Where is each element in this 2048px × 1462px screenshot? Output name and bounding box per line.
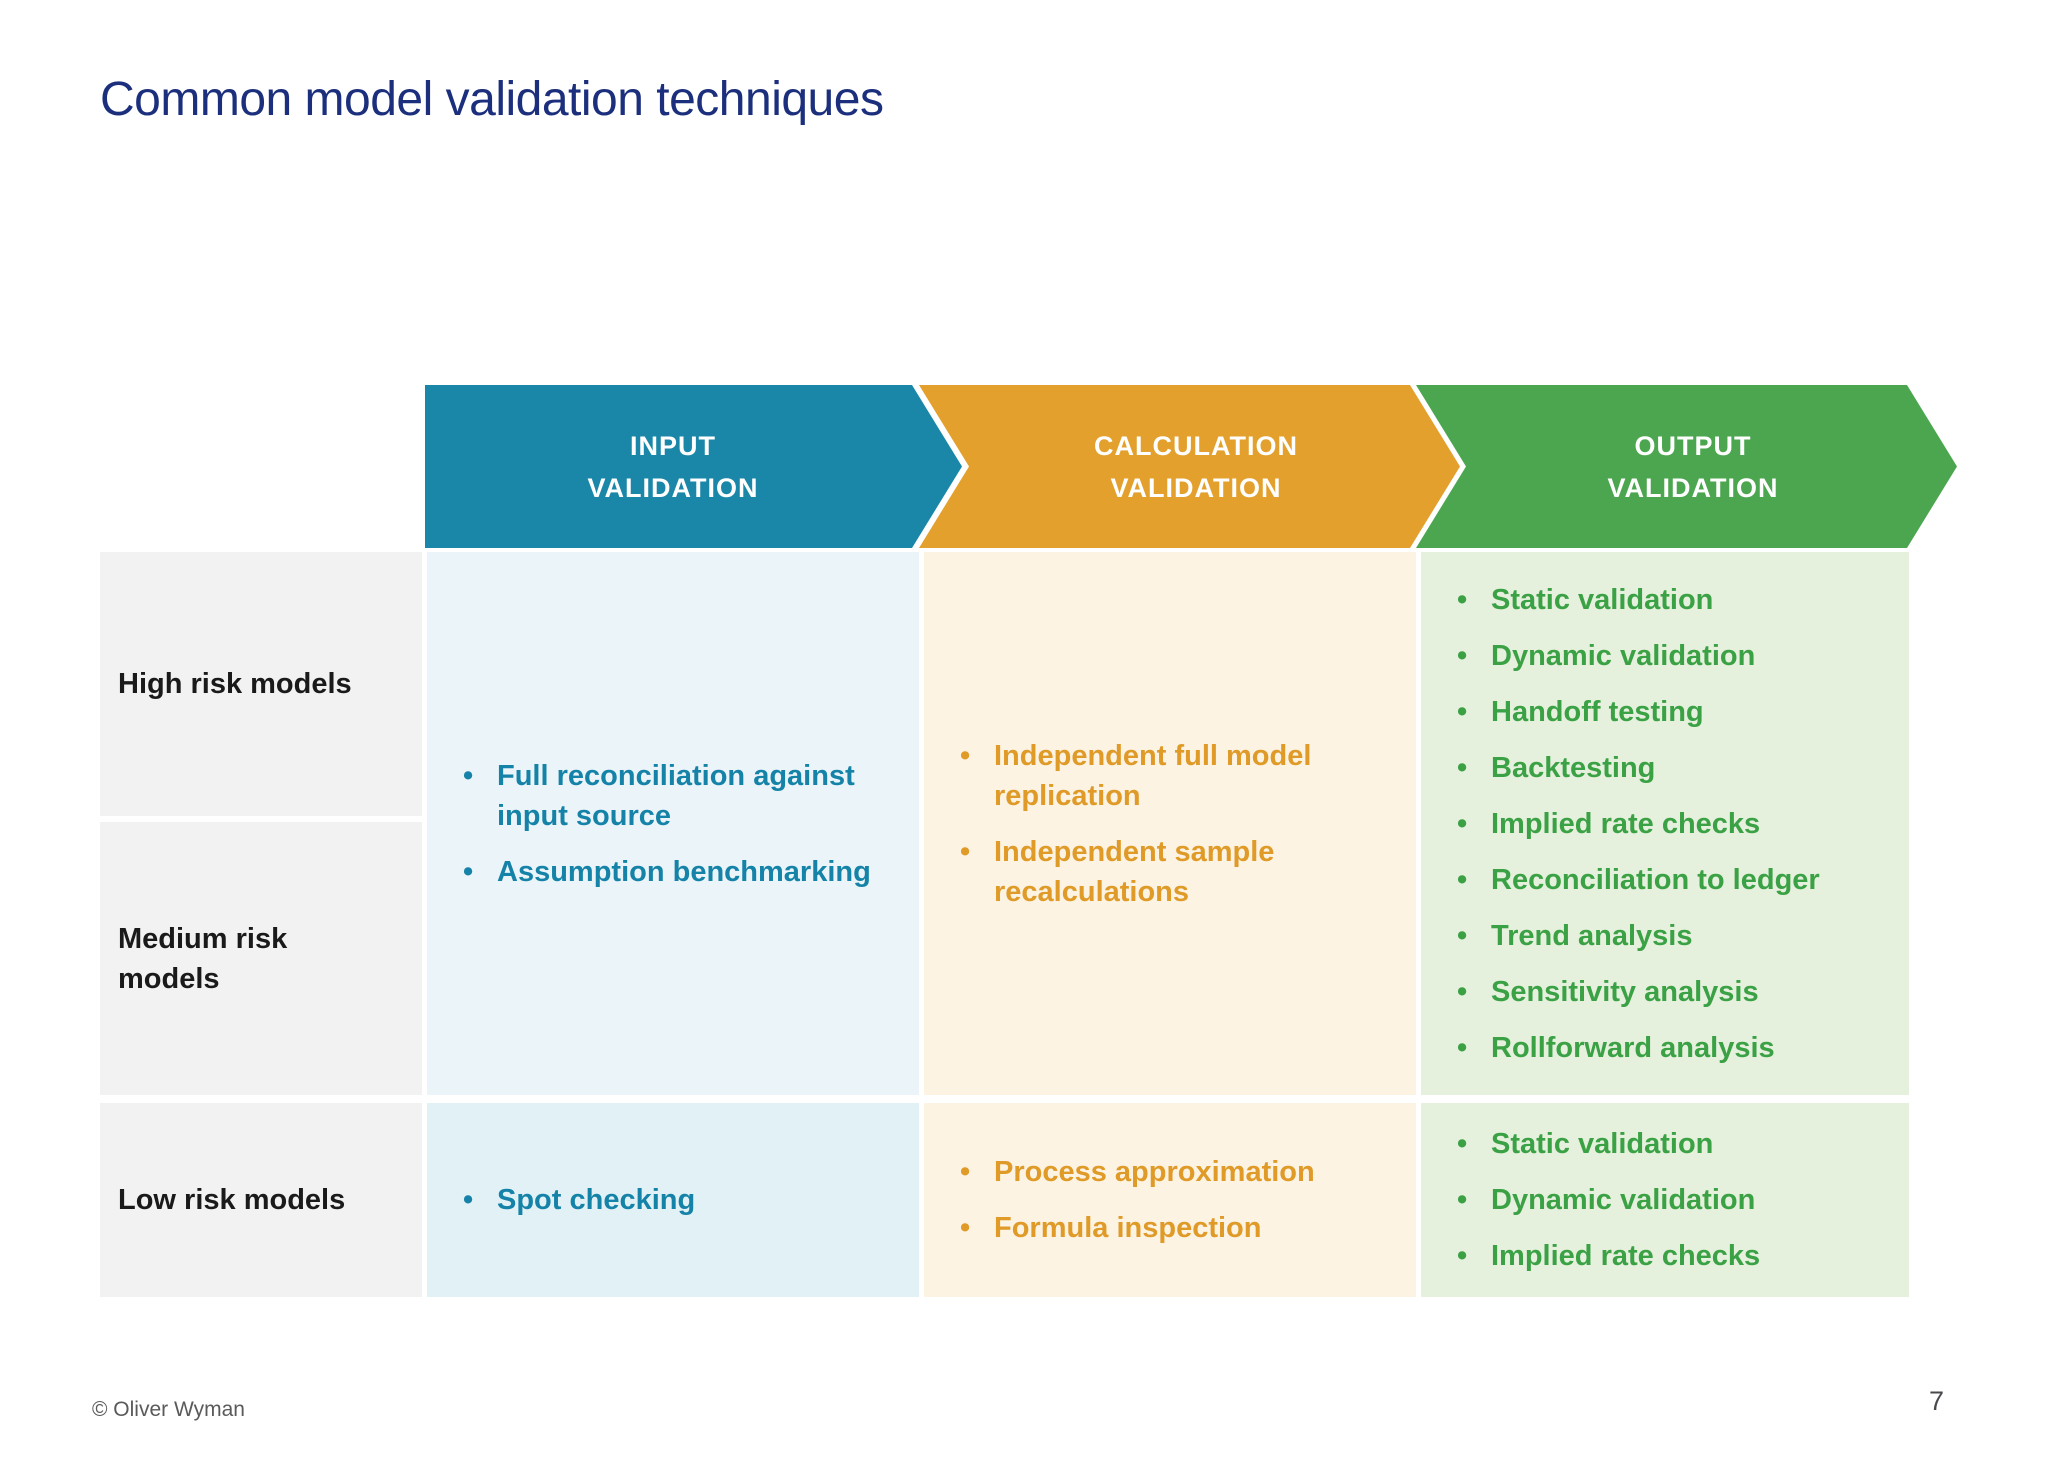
bullet-icon: • — [1457, 695, 1468, 728]
column-header-line: INPUT — [630, 430, 716, 461]
cell-input-validation-high-medium: • Full reconciliation against input sour… — [427, 552, 919, 1095]
bullet-text: Process approximation — [994, 1156, 1315, 1188]
bullet-icon: • — [1457, 751, 1468, 784]
page-title: Common model validation techniques — [100, 73, 884, 126]
bullet-item: • Trend analysis — [1457, 916, 1895, 956]
bullet-item: • Implied rate checks — [1457, 804, 1895, 844]
bullet-icon: • — [1457, 1240, 1468, 1272]
bullet-icon: • — [960, 1212, 971, 1244]
row-label-medium-risk-models: Medium risk models — [100, 822, 422, 1095]
bullet-text: Rollforward analysis — [1491, 1031, 1775, 1064]
bullet-text: Independent sample recalculations — [994, 835, 1275, 908]
bullet-item: • Sensitivity analysis — [1457, 972, 1895, 1012]
bullet-item: • Process approximation — [960, 1152, 1402, 1192]
cell-calculation-validation-high-medium: • Independent full model replication • I… — [924, 552, 1416, 1095]
bullet-icon: • — [960, 835, 971, 868]
bullet-text: Static validation — [1491, 583, 1714, 616]
bullet-icon: • — [463, 855, 474, 888]
bullet-item: • Assumption benchmarking — [463, 852, 905, 892]
bullet-text: Backtesting — [1491, 751, 1656, 784]
row-label-text: Medium risk models — [118, 922, 288, 995]
column-header-line: OUTPUT — [1634, 430, 1752, 461]
page-number: 7 — [1928, 1386, 1944, 1416]
bullet-text: Dynamic validation — [1491, 639, 1756, 672]
bullet-text: Dynamic validation — [1491, 1184, 1756, 1216]
bullet-list: • Static validation • Dynamic validation… — [1421, 1103, 1909, 1297]
row-label-low-risk-models: Low risk models — [100, 1103, 422, 1297]
column-header-input-validation: INPUT VALIDATION — [427, 385, 919, 548]
output-validation-arrow — [1410, 385, 1963, 548]
bullet-text: Implied rate checks — [1491, 1240, 1761, 1272]
column-header-line: VALIDATION — [1607, 472, 1779, 503]
bullet-icon: • — [1457, 1128, 1468, 1160]
bullet-icon: • — [960, 739, 971, 772]
process-arrows — [425, 385, 1963, 548]
bullet-item: • Implied rate checks — [1457, 1236, 1895, 1276]
bullet-text: Sensitivity analysis — [1491, 975, 1759, 1008]
column-header-line: CALCULATION — [1094, 430, 1298, 461]
bullet-icon: • — [1457, 1031, 1468, 1064]
bullet-list: • Independent full model replication • I… — [924, 552, 1416, 1095]
bullet-item: • Reconciliation to ledger — [1457, 860, 1895, 900]
bullet-item: • Dynamic validation — [1457, 1180, 1895, 1220]
bullet-item: • Rollforward analysis — [1457, 1028, 1895, 1068]
column-header-calculation-validation: CALCULATION VALIDATION — [950, 385, 1442, 548]
bullet-icon: • — [1457, 863, 1468, 896]
footer-copyright: © Oliver Wyman — [92, 1398, 245, 1421]
calculation-validation-arrow — [913, 385, 1466, 548]
bullet-item: • Independent full model replication — [960, 736, 1402, 816]
bullet-text: Independent full model replication — [994, 739, 1312, 812]
cell-output-validation-high-medium: • Static validation • Dynamic validation… — [1421, 552, 1909, 1095]
bullet-item: • Backtesting — [1457, 748, 1895, 788]
bullet-item: • Static validation — [1457, 580, 1895, 620]
bullet-text: Trend analysis — [1491, 919, 1693, 952]
bullet-text: Implied rate checks — [1491, 807, 1761, 840]
bullet-item: • Static validation — [1457, 1124, 1895, 1164]
bullet-text: Static validation — [1491, 1128, 1714, 1160]
bullet-item: • Formula inspection — [960, 1208, 1402, 1248]
column-header-line: VALIDATION — [1110, 472, 1282, 503]
bullet-list: • Process approximation • Formula inspec… — [924, 1103, 1416, 1297]
bullet-icon: • — [463, 1184, 474, 1216]
bullet-text: Full reconciliation against input source — [497, 759, 855, 832]
bullet-list: • Full reconciliation against input sour… — [427, 552, 919, 1095]
cell-calculation-validation-low: • Process approximation • Formula inspec… — [924, 1103, 1416, 1297]
bullet-icon: • — [1457, 975, 1468, 1008]
bullet-text: Spot checking — [497, 1184, 696, 1216]
bullet-text: Formula inspection — [994, 1212, 1262, 1244]
bullet-icon: • — [463, 759, 474, 792]
bullet-list: • Static validation • Dynamic validation… — [1421, 552, 1909, 1095]
bullet-item: • Spot checking — [463, 1180, 905, 1220]
bullet-icon: • — [1457, 919, 1468, 952]
row-label-high-risk-models: High risk models — [100, 552, 422, 816]
bullet-icon: • — [1457, 639, 1468, 672]
bullet-icon: • — [960, 1156, 971, 1188]
bullet-text: Handoff testing — [1491, 695, 1704, 728]
bullet-list: • Spot checking — [427, 1103, 919, 1297]
bullet-item: • Full reconciliation against input sour… — [463, 756, 905, 836]
input-validation-arrow — [425, 385, 968, 548]
row-label-text: Low risk models — [118, 1184, 346, 1216]
row-label-text: High risk models — [118, 668, 352, 700]
column-header-line: VALIDATION — [587, 472, 759, 503]
bullet-icon: • — [1457, 1184, 1468, 1216]
bullet-text: Reconciliation to ledger — [1491, 863, 1820, 896]
cell-input-validation-low: • Spot checking — [427, 1103, 919, 1297]
bullet-item: • Dynamic validation — [1457, 636, 1895, 676]
bullet-icon: • — [1457, 583, 1468, 616]
column-header-output-validation: OUTPUT VALIDATION — [1447, 385, 1939, 548]
bullet-icon: • — [1457, 807, 1468, 840]
bullet-item: • Handoff testing — [1457, 692, 1895, 732]
bullet-item: • Independent sample recalculations — [960, 832, 1402, 912]
cell-output-validation-low: • Static validation • Dynamic validation… — [1421, 1103, 1909, 1297]
bullet-text: Assumption benchmarking — [497, 855, 871, 888]
